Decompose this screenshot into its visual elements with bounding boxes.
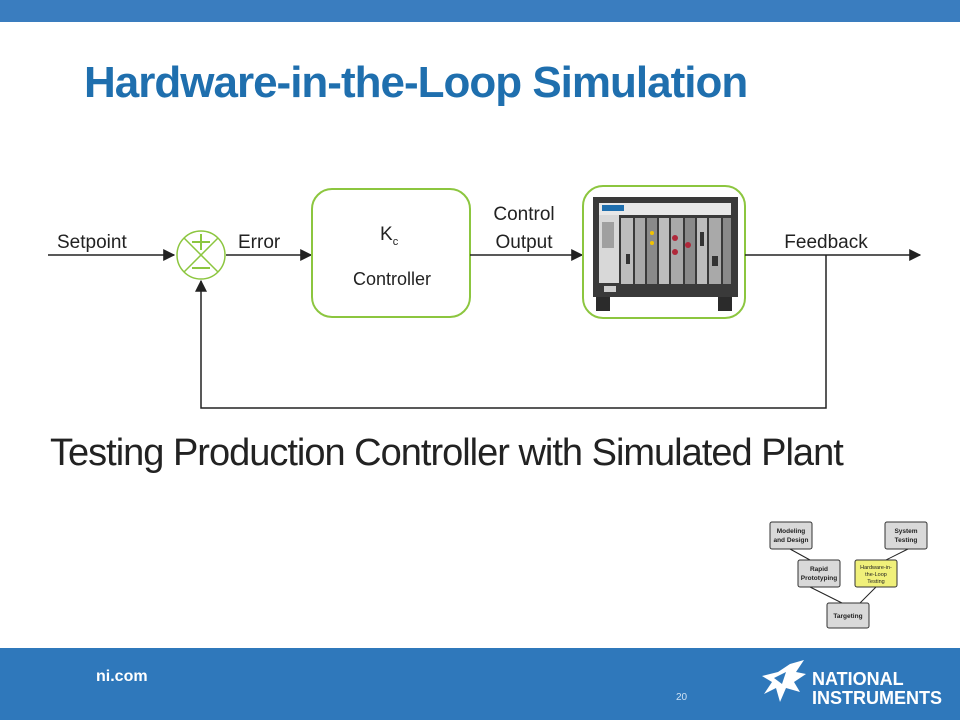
controller-label: Controller: [353, 269, 431, 289]
svg-text:Testing: Testing: [867, 579, 884, 585]
v-model-connectors: [789, 548, 909, 604]
node-system-testing: System Testing: [884, 521, 928, 550]
svg-text:Rapid: Rapid: [810, 566, 828, 573]
kc-symbol: Kc: [380, 224, 399, 248]
slide-subtitle: Testing Production Controller with Simul…: [50, 432, 844, 474]
top-accent-bar: [0, 0, 960, 22]
summing-junction-icon: [176, 230, 226, 280]
controller-box: [311, 188, 471, 318]
page-number: 20: [676, 692, 688, 703]
footer-bar: ni.com 20 NATIONAL INSTRUMENTS: [0, 648, 960, 720]
svg-text:System: System: [894, 528, 917, 535]
node-rapid-prototyping: Rapid Prototyping: [797, 559, 841, 588]
error-label: Error: [238, 232, 281, 253]
v-model-diagram: Modeling and Design System Testing Rapid…: [769, 521, 928, 629]
kc-subscript: c: [393, 236, 399, 248]
logo-line-national: NATIONAL: [812, 669, 904, 689]
ni-com-link[interactable]: ni.com: [96, 668, 148, 685]
logo-line-instruments: INSTRUMENTS: [812, 688, 942, 708]
ni-logo: NATIONAL INSTRUMENTS: [760, 658, 942, 713]
slide-title: Hardware-in-the-Loop Simulation: [84, 58, 748, 107]
svg-text:Hardware-in-: Hardware-in-: [860, 565, 892, 571]
svg-text:Modeling: Modeling: [777, 528, 806, 535]
node-modeling-and-design: Modeling and Design: [769, 521, 813, 550]
control-label: Control: [493, 204, 554, 225]
output-label: Output: [495, 232, 553, 253]
svg-text:the-Loop: the-Loop: [865, 572, 887, 578]
pxi-chassis-icon: [593, 197, 738, 311]
kc-main: K: [380, 224, 393, 245]
svg-text:Prototyping: Prototyping: [801, 575, 837, 582]
feedback-loop-path: [195, 255, 827, 409]
node-targeting: Targeting: [826, 602, 870, 629]
svg-text:Targeting: Targeting: [833, 613, 862, 620]
svg-text:and Design: and Design: [773, 537, 808, 544]
control-loop-diagram: Setpoint Error Kc Controller Control Out…: [48, 185, 922, 409]
node-hil-testing: Hardware-in- the-Loop Testing: [854, 559, 898, 588]
ni-eagle-logo-icon: [762, 660, 806, 702]
svg-text:Testing: Testing: [895, 537, 918, 544]
ni-logo-text: NATIONAL INSTRUMENTS: [812, 670, 942, 708]
feedback-label: Feedback: [784, 232, 868, 253]
setpoint-label: Setpoint: [57, 232, 127, 253]
